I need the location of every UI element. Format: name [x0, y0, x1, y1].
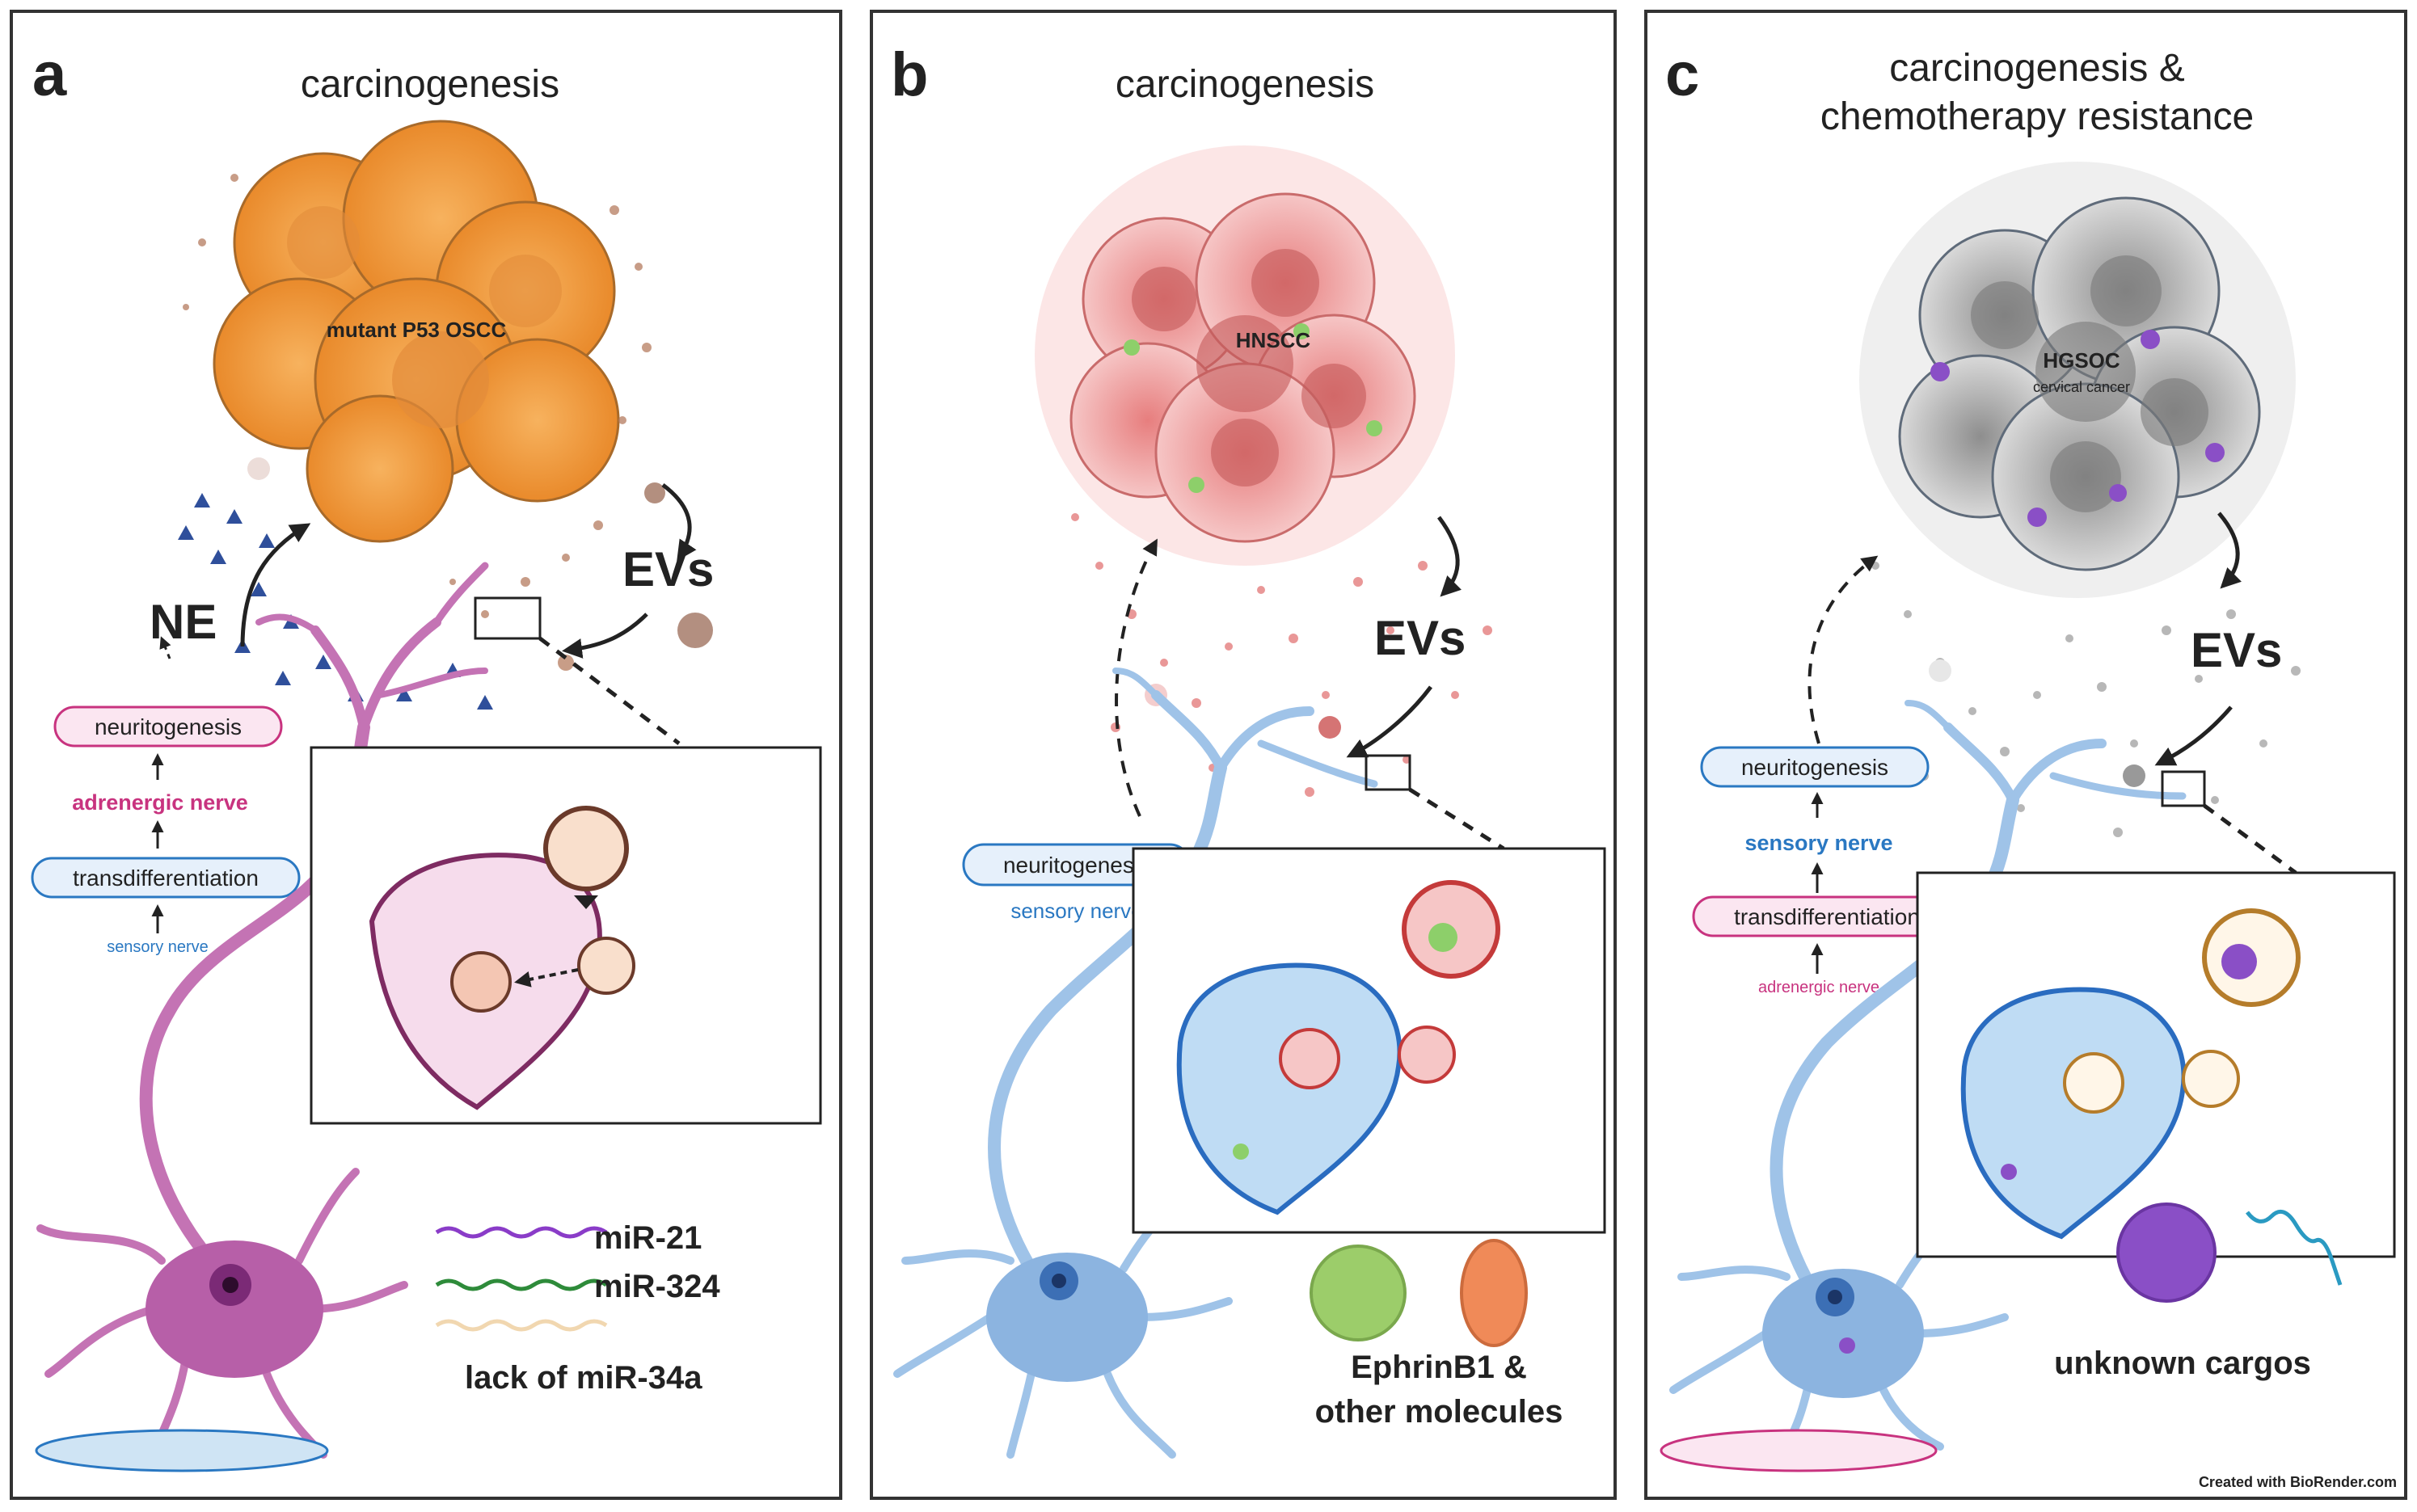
ne-label: NE	[150, 595, 217, 649]
neuron-body-c	[1669, 1208, 2009, 1451]
inset-ephrin-internal	[1233, 1143, 1249, 1160]
inset-uptake-arrow-a	[514, 968, 579, 988]
cargo-mir324: miR-324	[594, 1269, 720, 1304]
tumor-label-a: mutant P53 OSCC	[327, 318, 507, 342]
unknown-cargo-rna-icon	[2246, 1209, 2343, 1286]
neuron-c	[1770, 700, 2187, 1332]
ev-uptake-arrow-c	[2154, 705, 2233, 766]
zoom-line-c	[2203, 803, 2297, 875]
inset-unknown-cargo	[2221, 944, 2257, 979]
step-adrenergic-c: adrenergic nerve	[1758, 979, 1879, 996]
cargo-line1-b: EphrinB1 &	[1351, 1350, 1527, 1385]
ev-dots-a	[183, 174, 713, 671]
evs-label-b: EVs	[1374, 611, 1466, 665]
zoom-marker-b	[1365, 754, 1411, 791]
cargo-mir34a: lack of miR-34a	[465, 1360, 702, 1396]
panel-c-title-line1: carcinogenesis &	[1889, 47, 2185, 90]
ev-uptake-arrow-a	[562, 613, 648, 659]
inset-ephrin-protein	[1428, 923, 1457, 952]
inset-ev-large-a	[543, 806, 629, 891]
tumor-cluster-b	[1035, 145, 1455, 566]
tumor-sublabel-c: cervical cancer	[2033, 379, 2130, 395]
step-arrow-a0	[159, 636, 171, 659]
neuron-b	[988, 668, 1378, 1316]
inset-ev-internal-c	[2063, 1052, 2124, 1114]
mir324-strand	[435, 1278, 608, 1291]
panel-b: b carcinogenesis HNSCC	[870, 10, 1617, 1500]
unknown-cargo-protein-icon	[2116, 1202, 2217, 1303]
inset-ev-small-c	[2182, 1050, 2240, 1108]
inset-arrow-down-a	[574, 895, 598, 909]
step-box-transdifferentiation-a	[31, 857, 301, 899]
tumor-label-c: HGSOC	[2043, 348, 2120, 373]
cargo-line2-b: other molecules	[1315, 1394, 1563, 1430]
ev-uptake-arrow-b	[1346, 685, 1432, 758]
zoom-line-a	[538, 637, 681, 745]
mir34a-strand	[435, 1319, 608, 1332]
step-sensory-a: sensory nerve	[107, 938, 209, 956]
inset-unknown-cargo-internal	[2001, 1164, 2017, 1180]
tumor-cluster-a	[213, 120, 620, 543]
neuritogenesis-arrow-c	[1807, 555, 1879, 744]
step-box-neuritogenesis-c	[1700, 746, 1930, 788]
footer-credit: Created with BioRender.com	[2199, 1474, 2397, 1490]
base-plate-a	[35, 1429, 329, 1472]
step-transdifferentiation-c: transdifferentiation	[1734, 904, 1920, 929]
evs-label-c: EVs	[2191, 623, 2282, 677]
panel-a-letter: a	[32, 40, 67, 109]
cargo-mir21: miR-21	[594, 1220, 702, 1256]
mir21-strand	[435, 1226, 608, 1239]
step-transdifferentiation-a: transdifferentiation	[73, 866, 259, 891]
panel-a: a carcinogenesis mutant P53 OSCC	[10, 10, 842, 1500]
ephrinb1-protein-icon	[1310, 1245, 1407, 1341]
zoom-marker-c	[2161, 770, 2206, 807]
panel-a-title: carcinogenesis	[301, 63, 559, 106]
panel-c: c carcinogenesis & chemotherapy resistan…	[1644, 10, 2407, 1500]
zoom-line-b	[1408, 787, 1505, 851]
inset-ev-small-b	[1398, 1026, 1456, 1084]
cargo-c: unknown cargos	[2054, 1346, 2311, 1381]
step-sensory-c: sensory nerve	[1744, 831, 1892, 855]
neuron-body-b	[893, 1192, 1233, 1459]
panel-b-title: carcinogenesis	[1116, 63, 1374, 106]
ev-release-arrow-a	[661, 483, 697, 562]
panel-c-title-line2: chemotherapy resistance	[1820, 95, 2254, 138]
other-molecule-icon	[1460, 1239, 1528, 1347]
inset-ev-internal-b	[1279, 1028, 1340, 1089]
ev-dots-b	[1071, 513, 1492, 797]
evs-label-a: EVs	[622, 542, 714, 596]
ne-arrow	[240, 523, 311, 647]
panel-b-letter: b	[891, 40, 928, 109]
inset-ev-internal-a	[450, 951, 512, 1013]
ev-release-arrow-b	[1436, 516, 1462, 597]
zoom-marker-a	[474, 596, 542, 640]
step-neuritogenesis-b: neuritogenesis	[1003, 853, 1150, 878]
neuron-body-a	[36, 1168, 408, 1459]
base-plate-c	[1660, 1429, 1938, 1472]
step-neuritogenesis-c: neuritogenesis	[1741, 755, 1888, 780]
ev-dots-c	[1871, 562, 2301, 837]
inset-ev-small-a	[577, 937, 635, 995]
ne-triangles	[178, 493, 493, 710]
step-box-neuritogenesis-a	[53, 705, 283, 748]
tumor-label-b: HNSCC	[1236, 328, 1311, 352]
step-neuritogenesis-a: neuritogenesis	[95, 714, 242, 739]
step-adrenergic-a: adrenergic nerve	[72, 790, 248, 815]
panel-c-letter: c	[1665, 40, 1699, 109]
inset-cell-c	[1960, 987, 2187, 1240]
tumor-cluster-c	[1859, 162, 2296, 598]
step-sensory-b: sensory nerve	[1010, 899, 1142, 923]
ev-release-arrow-c	[2217, 512, 2242, 589]
